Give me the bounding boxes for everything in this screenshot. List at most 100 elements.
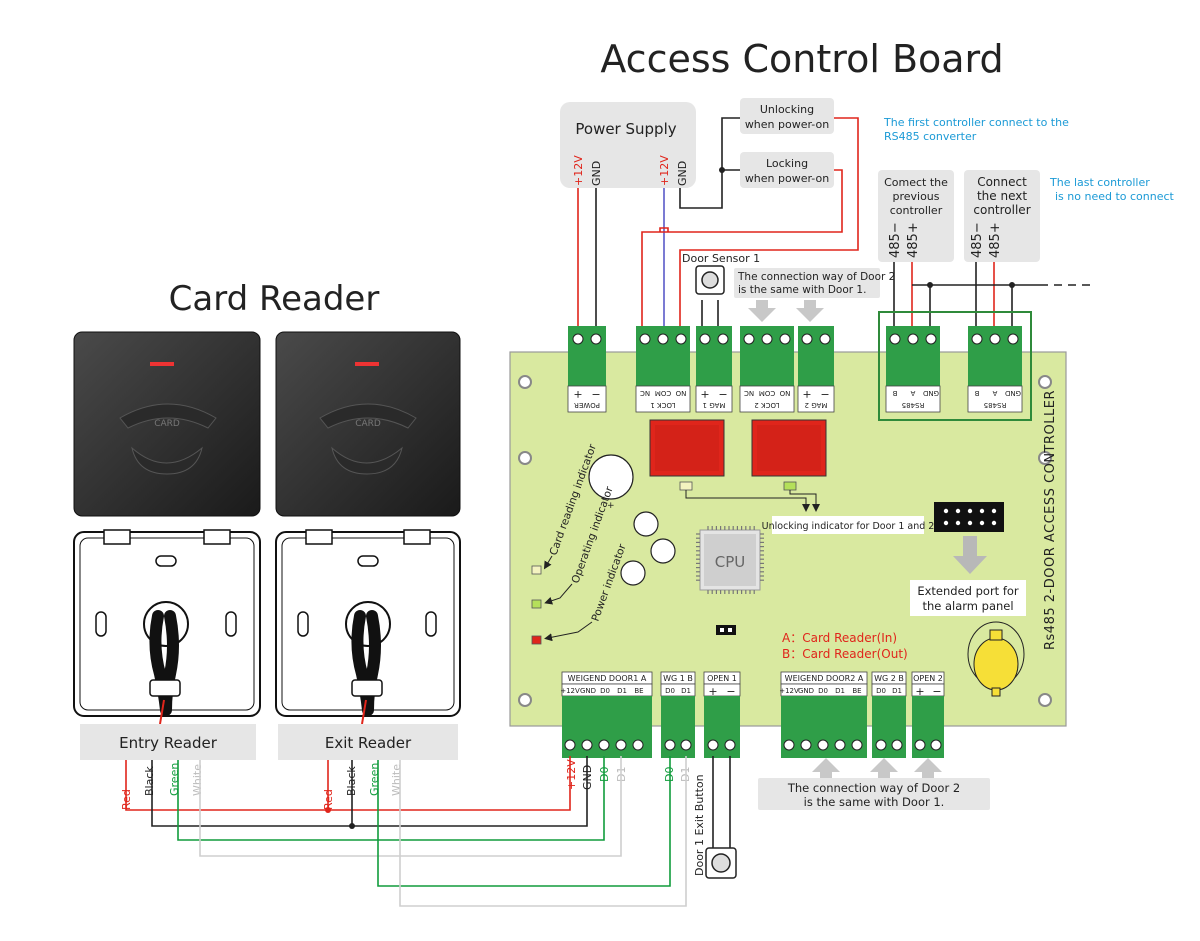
power-supply-label: Power Supply bbox=[575, 120, 676, 138]
term-lock1-com: COM bbox=[655, 389, 671, 397]
w1-pin-d0: D0 bbox=[600, 687, 610, 695]
mount-hole bbox=[518, 693, 532, 707]
w2-pin-gnd: GND bbox=[798, 687, 814, 695]
capacitor bbox=[620, 560, 646, 586]
top-terminal-blocks bbox=[567, 326, 1023, 413]
exit-reader-plate bbox=[278, 724, 458, 760]
card-reading-led bbox=[531, 565, 542, 575]
next-pin-plus: 485+ bbox=[988, 222, 1003, 258]
wg1-label: WG 1 B bbox=[663, 674, 693, 683]
extended-port-header bbox=[934, 502, 1004, 532]
term-lock1-label: LOCK 1 bbox=[650, 401, 675, 409]
term-rs485b-label: RS485 bbox=[984, 401, 1007, 409]
bottom-terminal-blocks bbox=[561, 671, 945, 758]
weigend1-label: WEIGEND DOOR1 A bbox=[568, 674, 647, 683]
next-line1: Connect bbox=[977, 175, 1027, 189]
exit-wire-white: White bbox=[390, 764, 403, 796]
door2-bottom-note-1: The connection way of Door 2 bbox=[787, 781, 960, 795]
rs485-first-note-2: RS485 converter bbox=[884, 130, 977, 143]
backup-battery bbox=[967, 621, 1025, 697]
term-rs485a-label: RS485 bbox=[902, 401, 925, 409]
exit-button-label: Door 1 Exit Button bbox=[693, 774, 706, 876]
term-power-plus: + bbox=[573, 388, 582, 401]
next-line2: the next bbox=[977, 189, 1027, 203]
term-rs485a-gnd: GND bbox=[923, 389, 939, 397]
entry-reader-front bbox=[73, 331, 261, 517]
term-lock2-no: NO bbox=[779, 389, 790, 397]
term-rs485a-b: B bbox=[892, 389, 897, 397]
term-mag1-plus: + bbox=[700, 388, 709, 401]
unlocking-line1: Unlocking bbox=[760, 103, 814, 116]
next-pin-minus: 485− bbox=[970, 222, 985, 258]
door2-arrow-a bbox=[748, 300, 776, 322]
term-lock2-nc: NC bbox=[744, 389, 754, 397]
cpu-label: CPU bbox=[715, 553, 746, 571]
prev-line3: controller bbox=[890, 204, 943, 217]
prev-pin-minus: 485− bbox=[888, 222, 903, 258]
ps-pin-gnd-a: GND bbox=[590, 161, 603, 186]
entry-reader-label: Entry Reader bbox=[119, 734, 218, 752]
door2-arrow-b bbox=[796, 300, 824, 322]
door2-bottom-arrow-a bbox=[812, 758, 840, 780]
w1-pin-be: BE bbox=[634, 687, 643, 695]
reader-legend-a: A：Card Reader(In) bbox=[782, 631, 897, 645]
term-power-minus: − bbox=[591, 388, 600, 401]
mount-hole bbox=[518, 375, 532, 389]
wg1-pin-d1: D1 bbox=[681, 687, 691, 695]
rs485-last-note-1: The last controller bbox=[1049, 176, 1150, 189]
term-lock1-nc: NC bbox=[640, 389, 650, 397]
prev-line2: previous bbox=[892, 190, 939, 203]
open2-pin-plus: + bbox=[915, 685, 924, 698]
w2-pin-be: BE bbox=[852, 687, 861, 695]
extended-port-arrow bbox=[953, 536, 987, 574]
capacitor bbox=[633, 511, 659, 537]
wg2-pin-d1: D1 bbox=[892, 687, 902, 695]
previous-controller-box bbox=[878, 170, 954, 262]
locking-box bbox=[740, 152, 834, 188]
door2-bottom-arrow-b bbox=[870, 758, 898, 780]
ps-pin-12v-a: +12V bbox=[572, 155, 585, 186]
term-rs485b-gnd: GND bbox=[1005, 389, 1021, 397]
open1-pin-minus: − bbox=[726, 685, 735, 698]
open2-pin-minus: − bbox=[932, 685, 941, 698]
unlocking-indicator-label: Unlocking indicator for Door 1 and 2 bbox=[762, 521, 935, 532]
w1-pin-12v: +12V bbox=[560, 687, 580, 695]
door2-note-box bbox=[734, 268, 880, 298]
entry-card-text: CARD bbox=[154, 419, 180, 429]
rs485-first-note-1: The first controller connect to the bbox=[883, 116, 1069, 129]
term-mag1-minus: − bbox=[718, 388, 727, 401]
ps-pin-12v-b: +12V bbox=[658, 155, 671, 186]
ps-pin-gnd-b: GND bbox=[676, 161, 689, 186]
locking-line2: when power-on bbox=[745, 172, 829, 185]
term-mag2-plus: + bbox=[802, 388, 811, 401]
exit-reader-label: Exit Reader bbox=[325, 734, 412, 752]
wg2-pin-d0: D0 bbox=[876, 687, 886, 695]
svg-text:+: + bbox=[607, 501, 615, 511]
entry-reader-plate bbox=[80, 724, 256, 760]
board-model-label: Rs485 2-DOOR ACCESS CONTROLLER bbox=[1043, 390, 1058, 650]
unlocking-line2: when power-on bbox=[745, 118, 829, 131]
board-wire-12v: +12V bbox=[565, 759, 578, 790]
term-mag1-label: MAG 1 bbox=[703, 401, 726, 409]
term-rs485b-a: A bbox=[992, 389, 997, 397]
mount-hole bbox=[1038, 451, 1052, 465]
term-lock1-no: NO bbox=[675, 389, 686, 397]
entry-wire-white: White bbox=[191, 764, 204, 796]
rs485-group-outline bbox=[878, 311, 1032, 421]
term-lock2-label: LOCK 2 bbox=[754, 401, 779, 409]
main-title: Access Control Board bbox=[600, 37, 1003, 81]
term-power-label: POWER bbox=[574, 401, 600, 409]
term-mag2-minus: − bbox=[820, 388, 829, 401]
open2-label: OPEN 2 bbox=[913, 674, 943, 683]
cpu-chip bbox=[696, 526, 764, 594]
weigend2-label: WEIGEND DOOR2 A bbox=[785, 674, 864, 683]
jumper bbox=[716, 625, 736, 635]
door2-bottom-note-box bbox=[758, 778, 990, 810]
unlocking-box bbox=[740, 98, 834, 134]
capacitor bbox=[650, 538, 676, 564]
door2-note-line2: is the same with Door 1. bbox=[738, 284, 866, 296]
operating-led bbox=[531, 599, 542, 609]
power-supply-box bbox=[560, 102, 696, 188]
exit-wire-green: Green bbox=[368, 763, 381, 796]
